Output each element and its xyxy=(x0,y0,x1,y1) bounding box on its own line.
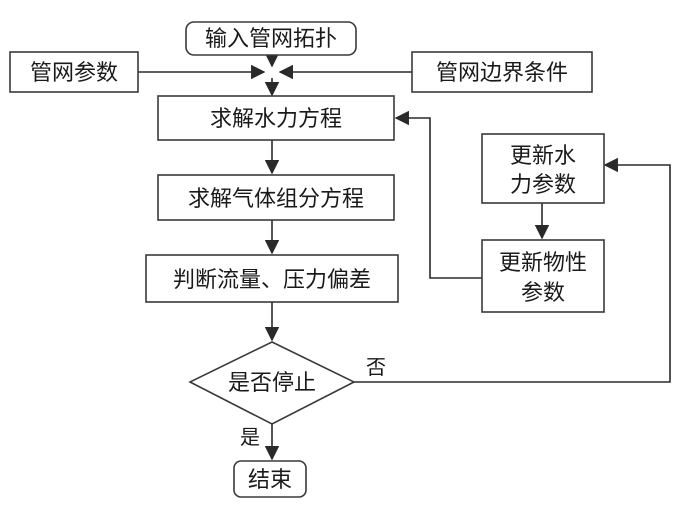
judge-deviation-box xyxy=(145,254,399,303)
network-params-box xyxy=(9,51,139,93)
edge-decision-no-to-update-hydraulic xyxy=(354,157,671,383)
stop-decision-diamond xyxy=(188,341,356,425)
boundary-conditions-box xyxy=(411,51,593,93)
solve-hydraulic-label: 求解水力方程 xyxy=(210,107,342,132)
solve-gas-box xyxy=(157,174,395,221)
edge-label-yes: 是 xyxy=(240,425,260,449)
input-topology-box xyxy=(185,21,357,56)
boundary-conditions-label: 管网边界条件 xyxy=(436,61,568,86)
update-property-box xyxy=(481,239,605,313)
judge-deviation-label: 判断流量、压力偏差 xyxy=(173,268,371,293)
solve-gas-label: 求解气体组分方程 xyxy=(188,187,364,212)
update-hydraulic-label-line2: 力参数 xyxy=(510,173,576,198)
network-params-label: 管网参数 xyxy=(30,61,118,86)
update-hydraulic-box xyxy=(481,133,605,204)
stop-decision-label: 是否停止 xyxy=(228,371,316,396)
update-property-label-line2: 参数 xyxy=(521,281,565,306)
end-box xyxy=(233,460,307,498)
update-property-label-line1: 更新物性 xyxy=(499,251,587,276)
input-topology-label: 输入管网拓扑 xyxy=(205,27,337,52)
end-label: 结束 xyxy=(248,468,292,493)
edge-label-no: 否 xyxy=(366,355,386,379)
solve-hydraulic-box xyxy=(157,95,395,141)
update-hydraulic-label-line1: 更新水 xyxy=(510,144,576,169)
edge-update-property-to-hydraulic xyxy=(394,110,482,279)
